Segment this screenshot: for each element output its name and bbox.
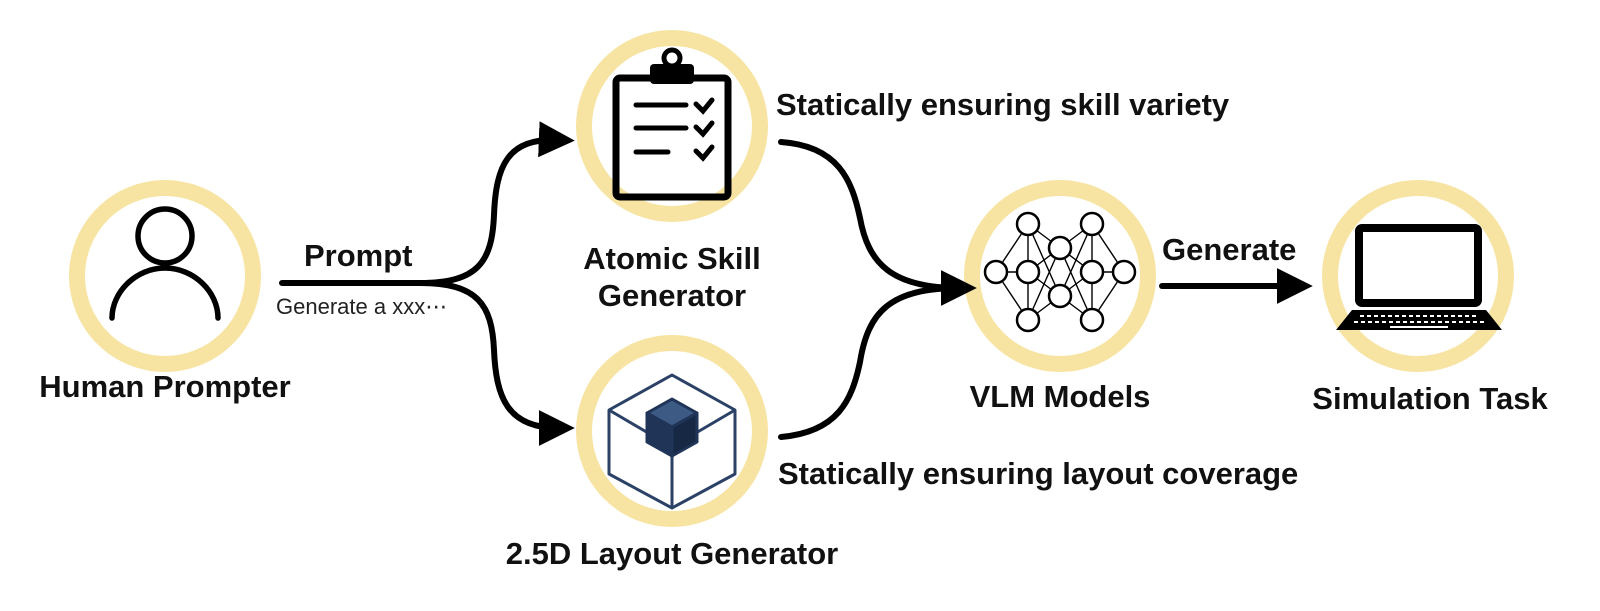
vlm-models-label: VLM Models <box>969 379 1151 414</box>
person-icon <box>109 206 221 321</box>
network-node <box>1015 259 1041 285</box>
atomic-skill-ring <box>576 30 768 222</box>
network-node <box>1079 307 1105 333</box>
atomic-skill-generator-label-line-1: Atomic Skill <box>583 241 761 276</box>
neural-network-icon <box>983 211 1137 333</box>
simulation-task-ring <box>1322 180 1514 372</box>
network-node <box>1015 307 1041 333</box>
laptop-icon <box>1336 224 1502 330</box>
network-node <box>1047 283 1073 309</box>
layout-coverage-annotation: Statically ensuring layout coverage <box>778 456 1299 491</box>
clipboard-checklist-icon <box>612 47 732 201</box>
atomic-skill-generator-label: Atomic Skill Generator <box>562 240 782 314</box>
layout-generator-ring <box>576 335 768 527</box>
network-node <box>1079 211 1105 237</box>
cube-icon <box>607 373 737 510</box>
network-node <box>1111 259 1137 285</box>
skill-to-vlm-arrow <box>778 139 977 306</box>
prompt-to-layout-arrow <box>417 280 575 446</box>
prompt-edge-label: Prompt <box>304 238 413 273</box>
generate-edge-label: Generate <box>1162 232 1297 267</box>
network-node <box>1047 235 1073 261</box>
network-node <box>1079 259 1105 285</box>
network-node <box>1015 211 1041 237</box>
network-node <box>983 259 1009 285</box>
connectors <box>279 121 1313 446</box>
prompt-example-text: Generate a xxx⋯ <box>276 294 448 319</box>
atomic-skill-generator-label-line-2: Generator <box>597 278 747 314</box>
human-prompter-label: Human Prompter <box>39 369 291 404</box>
prompt-to-skill-arrow <box>279 121 575 286</box>
layout-to-vlm-arrow <box>778 285 963 440</box>
human-prompter-ring <box>69 180 261 372</box>
simulation-task-label: Simulation Task <box>1312 381 1548 416</box>
network-edge <box>1059 223 1093 297</box>
network-edge <box>1027 247 1061 321</box>
layout-generator-label: 2.5D Layout Generator <box>505 536 839 571</box>
skill-variety-annotation: Statically ensuring skill variety <box>776 87 1230 122</box>
